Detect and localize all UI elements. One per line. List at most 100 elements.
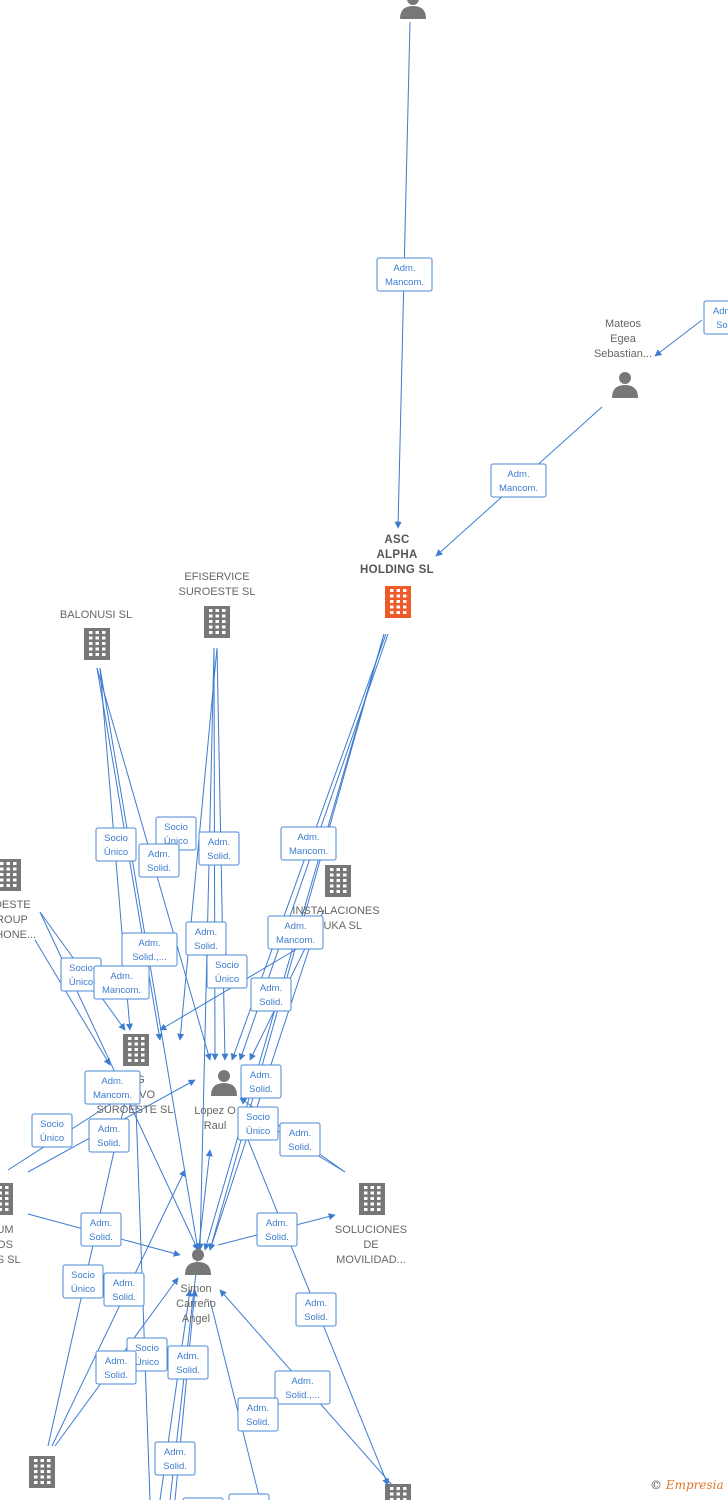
node-suroeste-group[interactable]: OESTEROUPPHONE... xyxy=(0,859,36,941)
building-window xyxy=(95,642,99,645)
edge-label-15[interactable]: Adm.Solid. xyxy=(240,1064,282,1099)
building-window xyxy=(377,1202,381,1206)
edge-label-6[interactable]: Adm.Solid. xyxy=(198,831,240,866)
footer-brand: © Empresia xyxy=(650,1478,724,1492)
building-window xyxy=(330,884,334,888)
person-icon xyxy=(400,0,426,19)
edge-label-text: Solid. xyxy=(176,1365,200,1376)
edge-label-21[interactable]: Adm.Solid. xyxy=(80,1212,122,1247)
node-label-line: SUROESTE SL xyxy=(96,1104,173,1116)
edge-label-27[interactable]: Adm.Solid. xyxy=(95,1350,137,1385)
building-window xyxy=(222,609,226,612)
edge-label-2[interactable]: Adm.Mancom. xyxy=(490,463,547,498)
edge-label-text: Adm. xyxy=(195,927,217,938)
edge-label-text: Solid. xyxy=(104,1370,128,1381)
edge-label-text: Adm. xyxy=(164,1447,186,1458)
edge-label-text: Único xyxy=(69,977,93,988)
node-balonusi[interactable]: BALONUSI SL xyxy=(60,609,132,660)
edge-label-5[interactable]: Adm.Solid. xyxy=(138,843,180,878)
edge-label-24[interactable]: Adm.Solid. xyxy=(103,1272,145,1307)
edge-label-box xyxy=(93,965,150,1000)
edge-label-31[interactable]: Adm.Solid. xyxy=(154,1441,196,1476)
edge-label-8[interactable]: Adm.Solid. xyxy=(185,921,227,956)
edge-label-16[interactable]: Adm.Mancom. xyxy=(84,1070,141,1105)
edge-label-box xyxy=(250,977,292,1012)
edge-32 xyxy=(209,1299,262,1500)
person-head xyxy=(619,372,631,384)
node-bottom-left[interactable] xyxy=(29,1456,55,1488)
node-label-line: INSTALACIONES xyxy=(292,905,379,917)
edge-label-text: Socio xyxy=(246,1112,270,1123)
brand-name: Empresia xyxy=(665,1478,724,1492)
building-window xyxy=(0,862,4,865)
building-window xyxy=(330,890,334,893)
edge-label-text: Mancom. xyxy=(276,935,315,946)
edge-label-12[interactable]: Adm.Mancom. xyxy=(93,965,150,1000)
edge-label-32[interactable]: Adm.Solid. xyxy=(228,1493,270,1500)
edge-label-29[interactable]: Adm.Solid.,... xyxy=(274,1370,331,1405)
edge-label-22[interactable]: Adm.Solid. xyxy=(256,1212,298,1247)
node-label-line: Carreño xyxy=(176,1298,216,1310)
edge-labels: Adm.Mancom.Adm.SoliAdm.Mancom.SocioÚnico… xyxy=(31,257,728,1500)
edge-label-14[interactable]: Adm.Solid. xyxy=(250,977,292,1012)
edge-label-18[interactable]: Adm.Solid. xyxy=(279,1122,321,1157)
node-label-line: Angel xyxy=(182,1313,210,1325)
building-window xyxy=(47,1459,51,1462)
node-label-line: OESTE xyxy=(0,899,31,911)
building-window xyxy=(47,1470,51,1473)
building-window xyxy=(364,1186,368,1189)
building-window xyxy=(0,1197,2,1200)
edge-label-text: Socio xyxy=(215,960,239,971)
node-um[interactable]: UMOSES SL xyxy=(0,1183,21,1266)
edge-label-text: Socio xyxy=(135,1343,159,1354)
building-window xyxy=(222,620,226,623)
building-window xyxy=(141,1042,145,1046)
building-window xyxy=(343,879,347,882)
edge-label-text: Mancom. xyxy=(499,483,538,494)
edge-label-text: Adm. xyxy=(284,921,306,932)
node-soluciones[interactable]: SOLUCIONESDEMOVILIDAD... xyxy=(335,1183,407,1266)
building-window xyxy=(343,873,347,877)
building-window xyxy=(13,862,17,865)
edge-label-7[interactable]: Adm.Mancom. xyxy=(280,826,337,861)
edge-label-28[interactable]: Adm.Solid. xyxy=(167,1345,209,1380)
edge-label-9[interactable]: Adm.Solid.,... xyxy=(121,932,178,967)
building-window xyxy=(6,867,10,871)
building-window xyxy=(215,614,219,618)
building-window xyxy=(396,594,400,598)
building-window xyxy=(6,862,10,865)
edge-label-25[interactable]: Adm.Solid. xyxy=(295,1292,337,1327)
edge-label-30[interactable]: Adm.Solid. xyxy=(237,1397,279,1432)
building-icon xyxy=(123,1034,149,1066)
edge-label-text: Único xyxy=(215,974,239,985)
node-mateos[interactable]: MateosEgeaSebastian... xyxy=(594,318,652,398)
edge-label-20[interactable]: Adm.Solid. xyxy=(88,1118,130,1153)
node-top-person[interactable] xyxy=(400,0,426,19)
edge-label-1[interactable]: Adm.Soli xyxy=(703,300,728,335)
person-icon xyxy=(211,1070,237,1096)
building-window xyxy=(34,1464,38,1468)
building-window xyxy=(6,878,10,882)
edge-label-0[interactable]: Adm.Mancom. xyxy=(376,257,433,292)
edge-label-text: Socio xyxy=(40,1119,64,1130)
building-window xyxy=(0,1208,2,1211)
edge-label-box xyxy=(295,1292,337,1327)
building-window xyxy=(364,1191,368,1195)
building-window xyxy=(370,1197,374,1200)
node-bottom-right[interactable] xyxy=(385,1484,411,1500)
edge-label-text: Solid. xyxy=(147,863,171,874)
edge-label-text: Solid. xyxy=(259,997,283,1008)
building-window xyxy=(102,647,106,651)
edge-label-box xyxy=(80,1212,122,1247)
edge-label-10[interactable]: Adm. Mancom. xyxy=(267,915,324,950)
